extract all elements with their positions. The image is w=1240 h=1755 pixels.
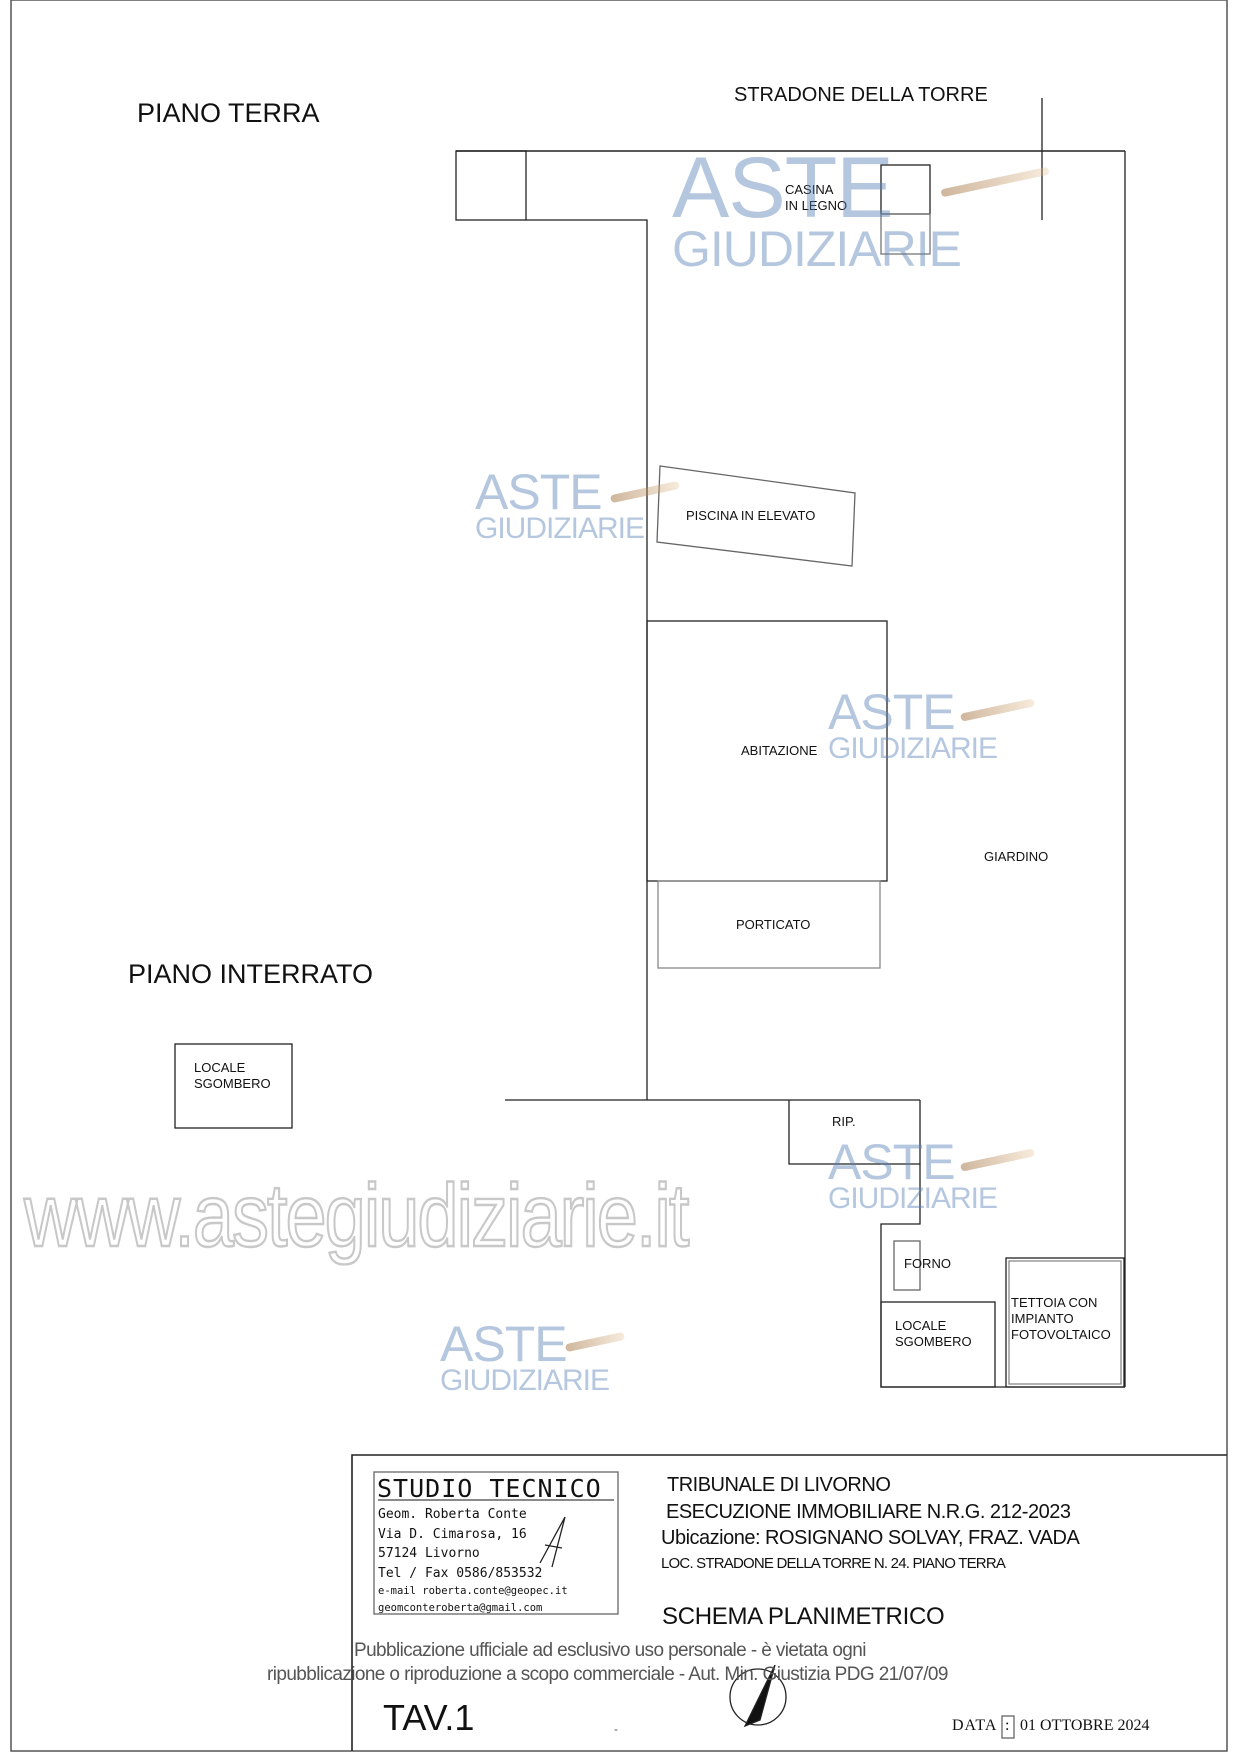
porticato-label: PORTICATO <box>736 917 811 932</box>
rip-label: RIP. <box>832 1114 856 1129</box>
date-label: DATA <box>952 1717 998 1734</box>
ground-floor-heading: PIANO TERRA <box>137 98 320 128</box>
drawing-title: SCHEMA PLANIMETRICO <box>662 1603 945 1630</box>
location: Ubicazione: ROSIGNANO SOLVAY, FRAZ. VADA <box>661 1527 1080 1549</box>
entrance-box <box>455 150 527 221</box>
sheet-number: TAV.1 <box>383 1697 475 1738</box>
compass-icon <box>539 1516 566 1568</box>
studio-box <box>373 1471 619 1615</box>
locality: LOC. STRADONE DELLA TORRE N. 24. PIANO T… <box>661 1555 1006 1572</box>
title-block-frame <box>351 1454 1227 1751</box>
basement-heading: PIANO INTERRATO <box>128 959 374 989</box>
piscina-label: PISCINA IN ELEVATO <box>686 508 816 523</box>
piscina-shape <box>656 465 856 567</box>
street-label: STRADONE DELLA TORRE <box>734 84 988 106</box>
date-colon-box <box>1001 1715 1015 1739</box>
left-boundary <box>526 219 648 1100</box>
tettoia-box <box>1005 1257 1125 1388</box>
locale-sgombero-box <box>880 1301 996 1388</box>
studio-contacts: Geom. Roberta Conte Via D. Cimarosa, 16 … <box>378 1507 568 1614</box>
north-arrow-icon <box>729 1664 787 1728</box>
publication-notice-2: ripubblicazione o riproduzione a scopo c… <box>267 1664 948 1685</box>
giardino-label: GIARDINO <box>984 849 1049 864</box>
date-separator: : <box>1005 1717 1010 1734</box>
abitazione-label: ABITAZIONE <box>741 743 818 758</box>
forno-label: FORNO <box>904 1256 951 1271</box>
rip-box <box>788 1100 921 1165</box>
page-border <box>10 0 1228 1752</box>
dash-mark: - <box>614 1722 618 1736</box>
date-value: 01 OTTOBRE 2024 <box>1020 1717 1150 1734</box>
court-title: TRIBUNALE DI LIVORNO <box>667 1474 891 1496</box>
case-number: ESECUZIONE IMMOBILIARE N.R.G. 212-2023 <box>666 1501 1071 1523</box>
site-watermark: www.astegiudiziarie.it <box>23 1165 690 1266</box>
publication-notice-1: Pubblicazione ufficiale ad esclusivo uso… <box>354 1640 866 1661</box>
casina-ext <box>880 213 931 255</box>
forno-box <box>893 1240 921 1291</box>
porticato-box <box>657 880 881 969</box>
studio-title: STUDIO TECNICO <box>377 1474 602 1503</box>
basement-room-box <box>174 1043 293 1129</box>
